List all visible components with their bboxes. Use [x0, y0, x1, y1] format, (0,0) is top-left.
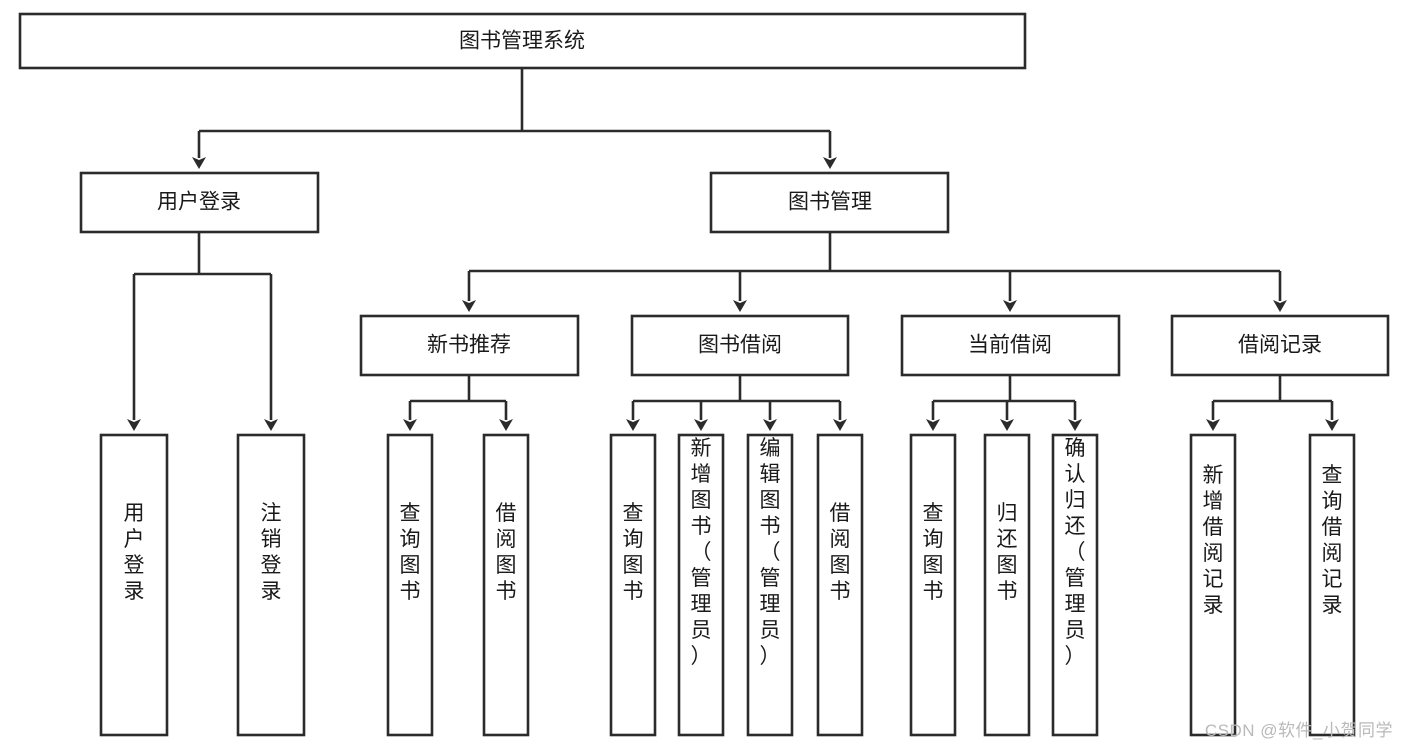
node-borrow-records-box[interactable] [1170, 314, 1390, 377]
node-query-book-3-box[interactable] [909, 433, 957, 737]
node-add-book-admin-box[interactable] [677, 433, 725, 737]
node-borrow-book-2-box[interactable] [816, 433, 864, 737]
node-query-book-2-label: 查询图书 [623, 502, 644, 603]
node-book-management-label: 图书管理 [788, 191, 872, 214]
node-return-book-label: 归还图书 [997, 502, 1018, 603]
node-new-book-recommend-box[interactable] [359, 314, 580, 377]
node-borrow-book-1-box[interactable] [482, 433, 530, 737]
node-query-borrow-record-label: 查询借阅记录 [1322, 464, 1343, 617]
node-edit-book-admin-label: 编辑图书（管理员） [760, 437, 781, 668]
node-confirm-return-admin-box[interactable] [1051, 433, 1099, 737]
node-query-borrow-record[interactable]: 查询借阅记录 [1308, 433, 1356, 737]
node-add-borrow-record[interactable]: 新增借阅记录 [1189, 433, 1237, 737]
node-borrow-book-1[interactable]: 借阅图书 [482, 433, 530, 737]
node-query-book-2[interactable]: 查询图书 [609, 433, 657, 737]
node-add-borrow-record-box[interactable] [1189, 433, 1237, 737]
node-query-book-3-label: 查询图书 [923, 502, 944, 603]
node-query-book-1-box[interactable] [386, 433, 434, 737]
node-user-login-label: 用户登录 [157, 191, 241, 214]
node-user-login-leaf-label: 用户登录 [124, 502, 145, 603]
node-query-book-2-box[interactable] [609, 433, 657, 737]
node-query-book-1[interactable]: 查询图书 [386, 433, 434, 737]
node-book-borrow-label: 图书借阅 [698, 334, 782, 357]
node-root-box[interactable] [18, 12, 1027, 70]
node-return-book[interactable]: 归还图书 [983, 433, 1031, 737]
node-new-book-recommend-label: 新书推荐 [427, 334, 511, 357]
node-query-book-3[interactable]: 查询图书 [909, 433, 957, 737]
node-edit-book-admin[interactable]: 编辑图书（管理员） [746, 433, 794, 737]
node-user-login-box[interactable] [79, 171, 320, 234]
node-user-logout-leaf[interactable]: 注销登录 [236, 433, 306, 737]
node-user-logout-leaf-box[interactable] [236, 433, 306, 737]
node-book-borrow[interactable]: 图书借阅 [630, 314, 850, 377]
node-query-book-1-label: 查询图书 [400, 502, 421, 603]
node-book-management[interactable]: 图书管理 [709, 171, 950, 234]
node-confirm-return-admin-label: 确认归还（管理员） [1065, 437, 1086, 668]
node-user-login-leaf-box[interactable] [99, 433, 169, 737]
node-query-borrow-record-box[interactable] [1308, 433, 1356, 737]
connector-lines [127, 68, 1339, 431]
node-add-borrow-record-label: 新增借阅记录 [1203, 464, 1224, 617]
node-user-login[interactable]: 用户登录 [79, 171, 320, 234]
node-return-book-box[interactable] [983, 433, 1031, 737]
node-user-login-leaf[interactable]: 用户登录 [99, 433, 169, 737]
node-current-borrow-box[interactable] [900, 314, 1121, 377]
node-borrow-book-2[interactable]: 借阅图书 [816, 433, 864, 737]
node-confirm-return-admin[interactable]: 确认归还（管理员） [1051, 433, 1099, 737]
node-borrow-book-2-label: 借阅图书 [830, 502, 851, 603]
node-current-borrow[interactable]: 当前借阅 [900, 314, 1121, 377]
node-root-label: 图书管理系统 [459, 30, 585, 53]
node-user-logout-leaf-label: 注销登录 [261, 502, 282, 603]
node-edit-book-admin-box[interactable] [746, 433, 794, 737]
node-root[interactable]: 图书管理系统 [18, 12, 1027, 70]
node-new-book-recommend[interactable]: 新书推荐 [359, 314, 580, 377]
node-book-borrow-box[interactable] [630, 314, 850, 377]
node-borrow-book-1-label: 借阅图书 [496, 502, 517, 603]
node-borrow-records-label: 借阅记录 [1238, 334, 1322, 357]
node-borrow-records[interactable]: 借阅记录 [1170, 314, 1390, 377]
node-current-borrow-label: 当前借阅 [968, 334, 1052, 357]
node-add-book-admin[interactable]: 新增图书（管理员） [677, 433, 725, 737]
node-add-book-admin-label: 新增图书（管理员） [691, 437, 712, 668]
node-book-management-box[interactable] [709, 171, 950, 234]
